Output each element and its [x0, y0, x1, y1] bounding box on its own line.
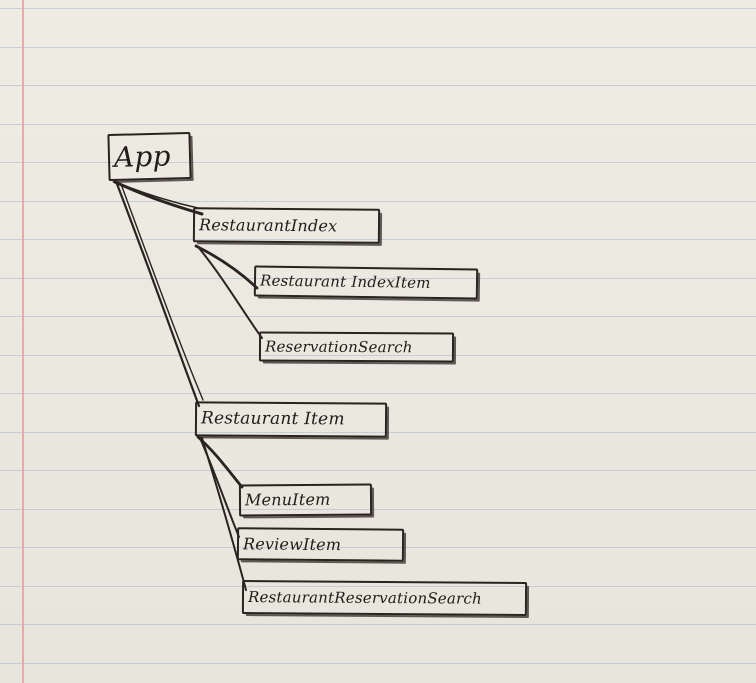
margin-line	[22, 0, 24, 683]
node-reservation-search: ReservationSearch	[258, 331, 455, 363]
ruled-line	[0, 547, 756, 548]
ruled-line	[0, 239, 756, 240]
node-app: App	[107, 131, 192, 182]
ruled-line	[0, 46, 756, 48]
edge-app-restaurant-index-2	[117, 182, 199, 209]
node-review-item-label: ReviewItem	[242, 533, 342, 554]
node-menu-item-label: MenuItem	[244, 489, 331, 510]
node-restaurant-item: Restaurant Item	[194, 401, 388, 438]
ruled-line	[0, 393, 756, 394]
ruled-line	[0, 85, 756, 86]
node-reservation-search-label: ReservationSearch	[264, 337, 413, 356]
ruled-line	[0, 123, 756, 125]
node-restaurant-reservation-search: RestaurantReservationSearch	[241, 580, 528, 616]
ruled-line	[0, 662, 756, 664]
ruled-line	[0, 8, 756, 9]
node-restaurant-index: RestaurantIndex	[192, 207, 381, 244]
ruled-line	[0, 470, 756, 471]
node-restaurant-reservation-search-label: RestaurantReservationSearch	[247, 587, 482, 608]
ruled-line	[0, 624, 756, 625]
node-review-item: ReviewItem	[236, 527, 405, 562]
node-restaurant-index-item: Restaurant IndexItem	[253, 265, 479, 300]
edge-app-restaurant-item-2	[120, 183, 204, 401]
ruled-line	[0, 508, 756, 510]
ruled-line	[0, 277, 756, 279]
ruled-line	[0, 316, 756, 317]
node-menu-item: MenuItem	[238, 483, 373, 517]
node-app-label: App	[113, 138, 172, 174]
ruled-line	[0, 162, 756, 163]
ruled-line	[0, 431, 756, 433]
node-restaurant-index-item-label: Restaurant IndexItem	[259, 271, 431, 292]
ruled-line	[0, 354, 756, 356]
ruled-line	[0, 200, 756, 202]
node-restaurant-index-label: RestaurantIndex	[198, 214, 338, 235]
edge-app-restaurant-item	[115, 182, 201, 408]
node-restaurant-item-label: Restaurant Item	[200, 408, 345, 430]
edge-restaurant-index-index-item	[194, 244, 259, 290]
edge-restaurant-item-reservation-search	[201, 437, 247, 591]
edge-restaurant-index-reservation-search	[198, 247, 263, 339]
ruled-line	[0, 585, 756, 587]
